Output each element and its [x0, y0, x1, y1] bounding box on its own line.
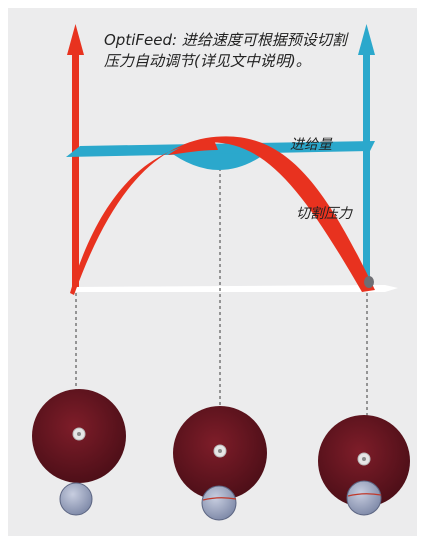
roller-icon	[201, 485, 237, 521]
roller-icon	[59, 482, 93, 516]
feed-band	[66, 141, 375, 170]
pressure-curve-top	[168, 140, 218, 155]
feed-band-plate	[66, 141, 375, 157]
pressure-label: 切割压力	[296, 206, 352, 222]
wheel-hub-center	[77, 432, 81, 436]
feed-band-dip	[167, 150, 270, 170]
pressure-curve	[70, 136, 375, 295]
curve-end-marker	[364, 276, 374, 288]
arrow-up-icon	[67, 24, 84, 55]
feed-label: 进给量	[290, 137, 332, 153]
wheel-assembly-left	[32, 389, 126, 516]
baseline	[72, 285, 398, 292]
guide-lines	[75, 162, 368, 425]
left-axis-arrow	[67, 24, 84, 292]
pressure-curve-band	[70, 136, 375, 295]
wheel-assembly-right	[318, 415, 410, 516]
right-axis-shaft	[363, 52, 370, 292]
right-axis-arrow	[358, 24, 375, 292]
wheel-hub-center	[362, 457, 366, 461]
figure-caption: OptiFeed: 进给速度可根据预设切割压力自动调节(详见文中说明)。	[104, 31, 347, 70]
contact-line	[202, 497, 237, 501]
wheel-hub-center	[218, 449, 222, 453]
arrow-up-icon	[358, 24, 375, 55]
left-axis-shaft	[72, 52, 79, 292]
roller-icon	[346, 480, 382, 516]
contact-line	[347, 493, 382, 497]
wheel-assembly-center	[173, 406, 267, 521]
